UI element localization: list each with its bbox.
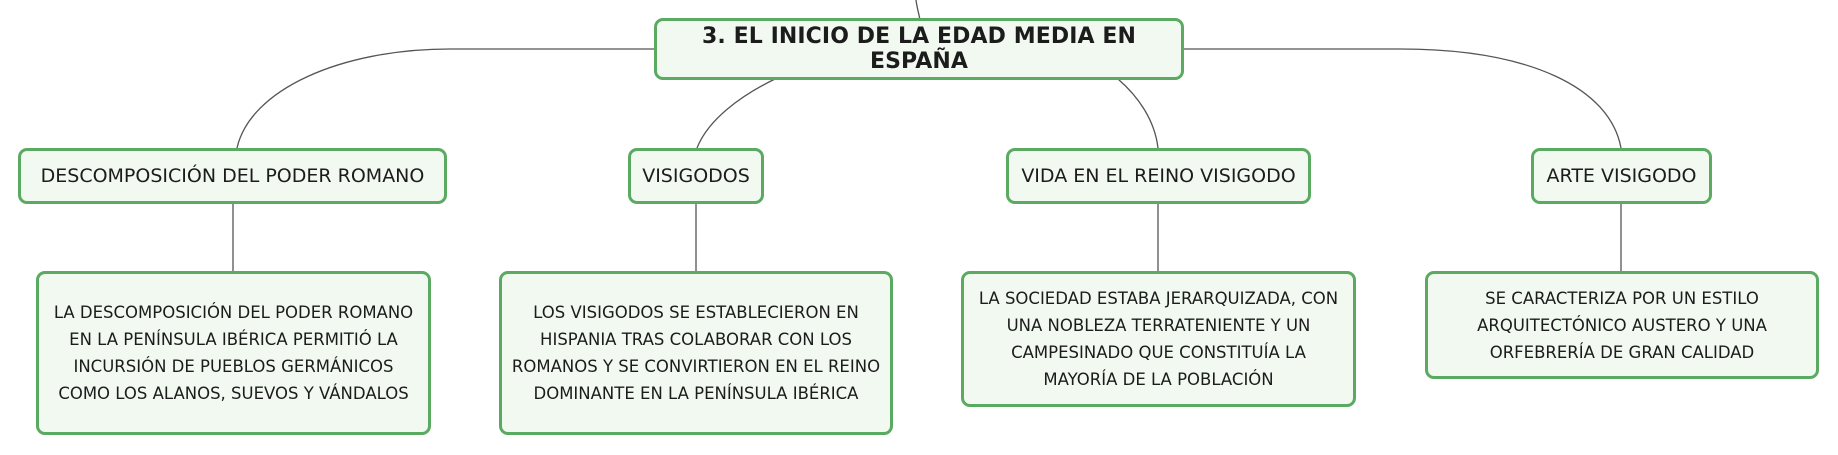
topic-label: DESCOMPOSICIÓN DEL PODER ROMANO bbox=[40, 165, 425, 187]
detail-text: LA SOCIEDAD ESTABA JERARQUIZADA, CON UNA… bbox=[979, 285, 1338, 393]
topic-label: VISIGODOS bbox=[642, 165, 750, 187]
topic-label: VIDA EN EL REINO VISIGODO bbox=[1021, 165, 1296, 187]
connector-root-to-topic-4 bbox=[1184, 48, 1622, 149]
connector-root-to-topic-1 bbox=[236, 48, 654, 149]
detail-node-vida-reino[interactable]: LA SOCIEDAD ESTABA JERARQUIZADA, CON UNA… bbox=[961, 271, 1356, 407]
detail-text: LA DESCOMPOSICIÓN DEL PODER ROMANO EN LA… bbox=[54, 299, 413, 407]
detail-line: UNA NOBLEZA TERRATENIENTE Y UN bbox=[1006, 316, 1311, 335]
topic-label: ARTE VISIGODO bbox=[1546, 165, 1697, 187]
detail-line: ROMANOS Y SE CONVIRTIERON EN EL REINO bbox=[511, 357, 881, 376]
topic-node-descomposicion[interactable]: DESCOMPOSICIÓN DEL PODER ROMANO bbox=[18, 148, 447, 204]
detail-node-visigodos[interactable]: LOS VISIGODOS SE ESTABLECIERON EN HISPAN… bbox=[499, 271, 893, 435]
connector-root-to-topic-3 bbox=[1117, 78, 1159, 149]
detail-line: HISPANIA TRAS COLABORAR CON LOS bbox=[540, 330, 852, 349]
topic-node-vida-reino[interactable]: VIDA EN EL REINO VISIGODO bbox=[1006, 148, 1311, 204]
detail-node-descomposicion[interactable]: LA DESCOMPOSICIÓN DEL PODER ROMANO EN LA… bbox=[36, 271, 431, 435]
detail-text: SE CARACTERIZA POR UN ESTILO ARQUITECTÓN… bbox=[1477, 285, 1767, 366]
detail-line: LA DESCOMPOSICIÓN DEL PODER ROMANO bbox=[53, 303, 414, 322]
detail-line: ARQUITECTÓNICO AUSTERO Y UNA bbox=[1477, 315, 1767, 335]
topic-node-visigodos[interactable]: VISIGODOS bbox=[628, 148, 764, 204]
root-label: 3. EL INICIO DE LA EDAD MEDIA EN ESPAÑA bbox=[701, 24, 1137, 74]
detail-line: CAMPESINADO QUE CONSTITUÍA LA bbox=[1011, 343, 1306, 362]
detail-text: LOS VISIGODOS SE ESTABLECIERON EN HISPAN… bbox=[512, 299, 880, 407]
detail-node-arte[interactable]: SE CARACTERIZA POR UN ESTILO ARQUITECTÓN… bbox=[1425, 271, 1819, 379]
topic-node-arte[interactable]: ARTE VISIGODO bbox=[1531, 148, 1712, 204]
detail-line: LA SOCIEDAD ESTABA JERARQUIZADA, CON bbox=[978, 289, 1339, 308]
detail-line: EN LA PENÍNSULA IBÉRICA PERMITIÓ LA bbox=[69, 330, 398, 349]
detail-line: ORFEBRERÍA DE GRAN CALIDAD bbox=[1489, 342, 1755, 362]
connector-root-to-topic-2 bbox=[696, 78, 776, 149]
root-node[interactable]: 3. EL INICIO DE LA EDAD MEDIA EN ESPAÑA bbox=[654, 18, 1184, 80]
detail-line: COMO LOS ALANOS, SUEVOS Y VÁNDALOS bbox=[58, 384, 409, 403]
detail-line: INCURSIÓN DE PUEBLOS GERMÁNICOS bbox=[73, 357, 394, 376]
detail-line: MAYORÍA DE LA POBLACIÓN bbox=[1043, 370, 1274, 389]
detail-line: SE CARACTERIZA POR UN ESTILO bbox=[1485, 288, 1759, 308]
connector-parent-to-root bbox=[915, 0, 921, 21]
detail-line: LOS VISIGODOS SE ESTABLECIERON EN bbox=[533, 303, 859, 322]
detail-line: DOMINANTE EN LA PENÍNSULA IBÉRICA bbox=[533, 384, 859, 403]
